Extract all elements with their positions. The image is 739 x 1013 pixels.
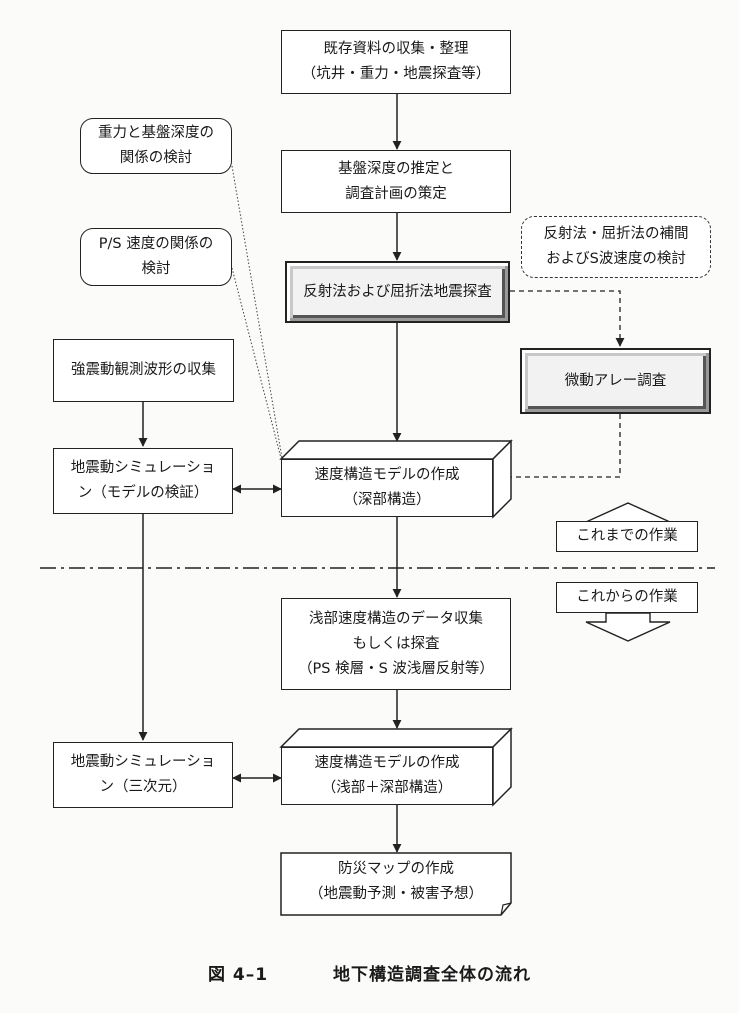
microtremor-box: 微動アレー調査 — [520, 348, 711, 414]
velocity-deep-box: 速度構造モデルの作成 （深部構造） — [281, 459, 493, 517]
down-block-arrow — [585, 612, 671, 642]
sim-verify-box: 地震動シミュレーショ ン（モデルの検証） — [53, 448, 233, 514]
hazard-map-fold — [500, 902, 512, 916]
sim-3d-box: 地震動シミュレーショ ン（三次元） — [53, 742, 233, 808]
dashed-survey-to-microtremor — [510, 290, 625, 347]
prism-deep-side — [492, 439, 512, 519]
velocity-full-box: 速度構造モデルの作成 （浅部＋深部構造） — [281, 747, 493, 805]
work-done-label: これまでの作業 — [556, 521, 698, 552]
strong-motion-box: 強震動観測波形の収集 — [53, 339, 234, 402]
collect-box: 既存資料の収集・整理 （坑井・重力・地震探査等） — [281, 30, 511, 94]
shallow-data-box: 浅部速度構造のデータ収集 もしくは探査 （PS 検層・S 波浅層反射等） — [281, 598, 511, 690]
prism-full-side — [492, 727, 512, 807]
interpolation-box: 反射法・屈折法の補間 およびS波速度の検討 — [521, 216, 711, 278]
prism-full-top — [279, 728, 513, 748]
dotted-gravity-to-velocity — [231, 165, 283, 459]
reflection-survey-box: 反射法および屈折法地震探査 — [285, 261, 510, 323]
dashed-microtremor-to-velocity — [497, 414, 621, 482]
figure-title: 地下構造調査全体の流れ — [333, 965, 531, 985]
hazard-map-box-shape — [280, 852, 512, 916]
basement-estimate-box: 基盤深度の推定と 調査計画の策定 — [281, 150, 511, 213]
figure-number: 図 4–1 — [208, 965, 269, 985]
prism-deep-top — [279, 440, 513, 460]
dotted-ps-to-velocity — [231, 267, 283, 463]
ps-relation-box: P/S 速度の関係の 検討 — [80, 228, 232, 286]
gravity-relation-box: 重力と基盤深度の 関係の検討 — [80, 118, 232, 174]
hazard-map-box: 防災マップの作成 （地震動予測・被害予想） — [309, 861, 483, 902]
work-future-label: これからの作業 — [556, 582, 698, 613]
figure-caption: 図 4–1 地下構造調査全体の流れ — [0, 960, 739, 985]
